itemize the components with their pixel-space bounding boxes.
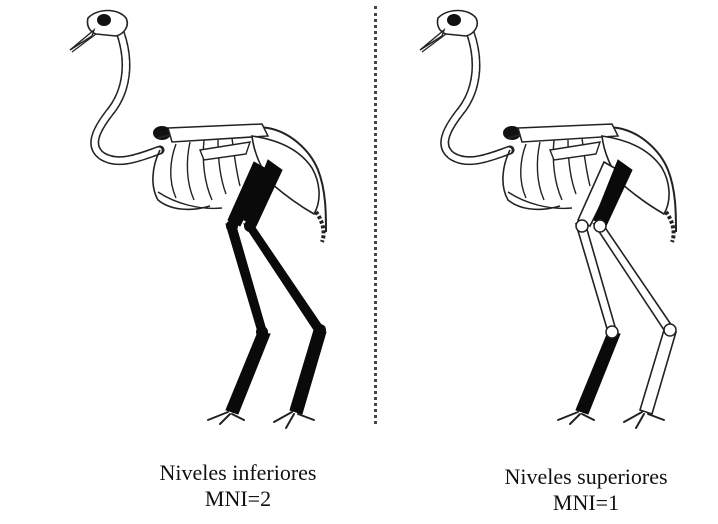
skeleton-right (420, 11, 676, 429)
level-label: Niveles superiores (470, 464, 702, 490)
caption-upper-levels: Niveles superiores MNI=1 (470, 464, 702, 516)
level-label: Niveles inferiores (108, 460, 368, 486)
skeleton-left (70, 11, 326, 429)
mni-label: MNI=1 (470, 490, 702, 516)
caption-lower-levels: Niveles inferiores MNI=2 (108, 460, 368, 512)
dotted-divider (374, 6, 377, 424)
mni-label: MNI=2 (108, 486, 368, 512)
